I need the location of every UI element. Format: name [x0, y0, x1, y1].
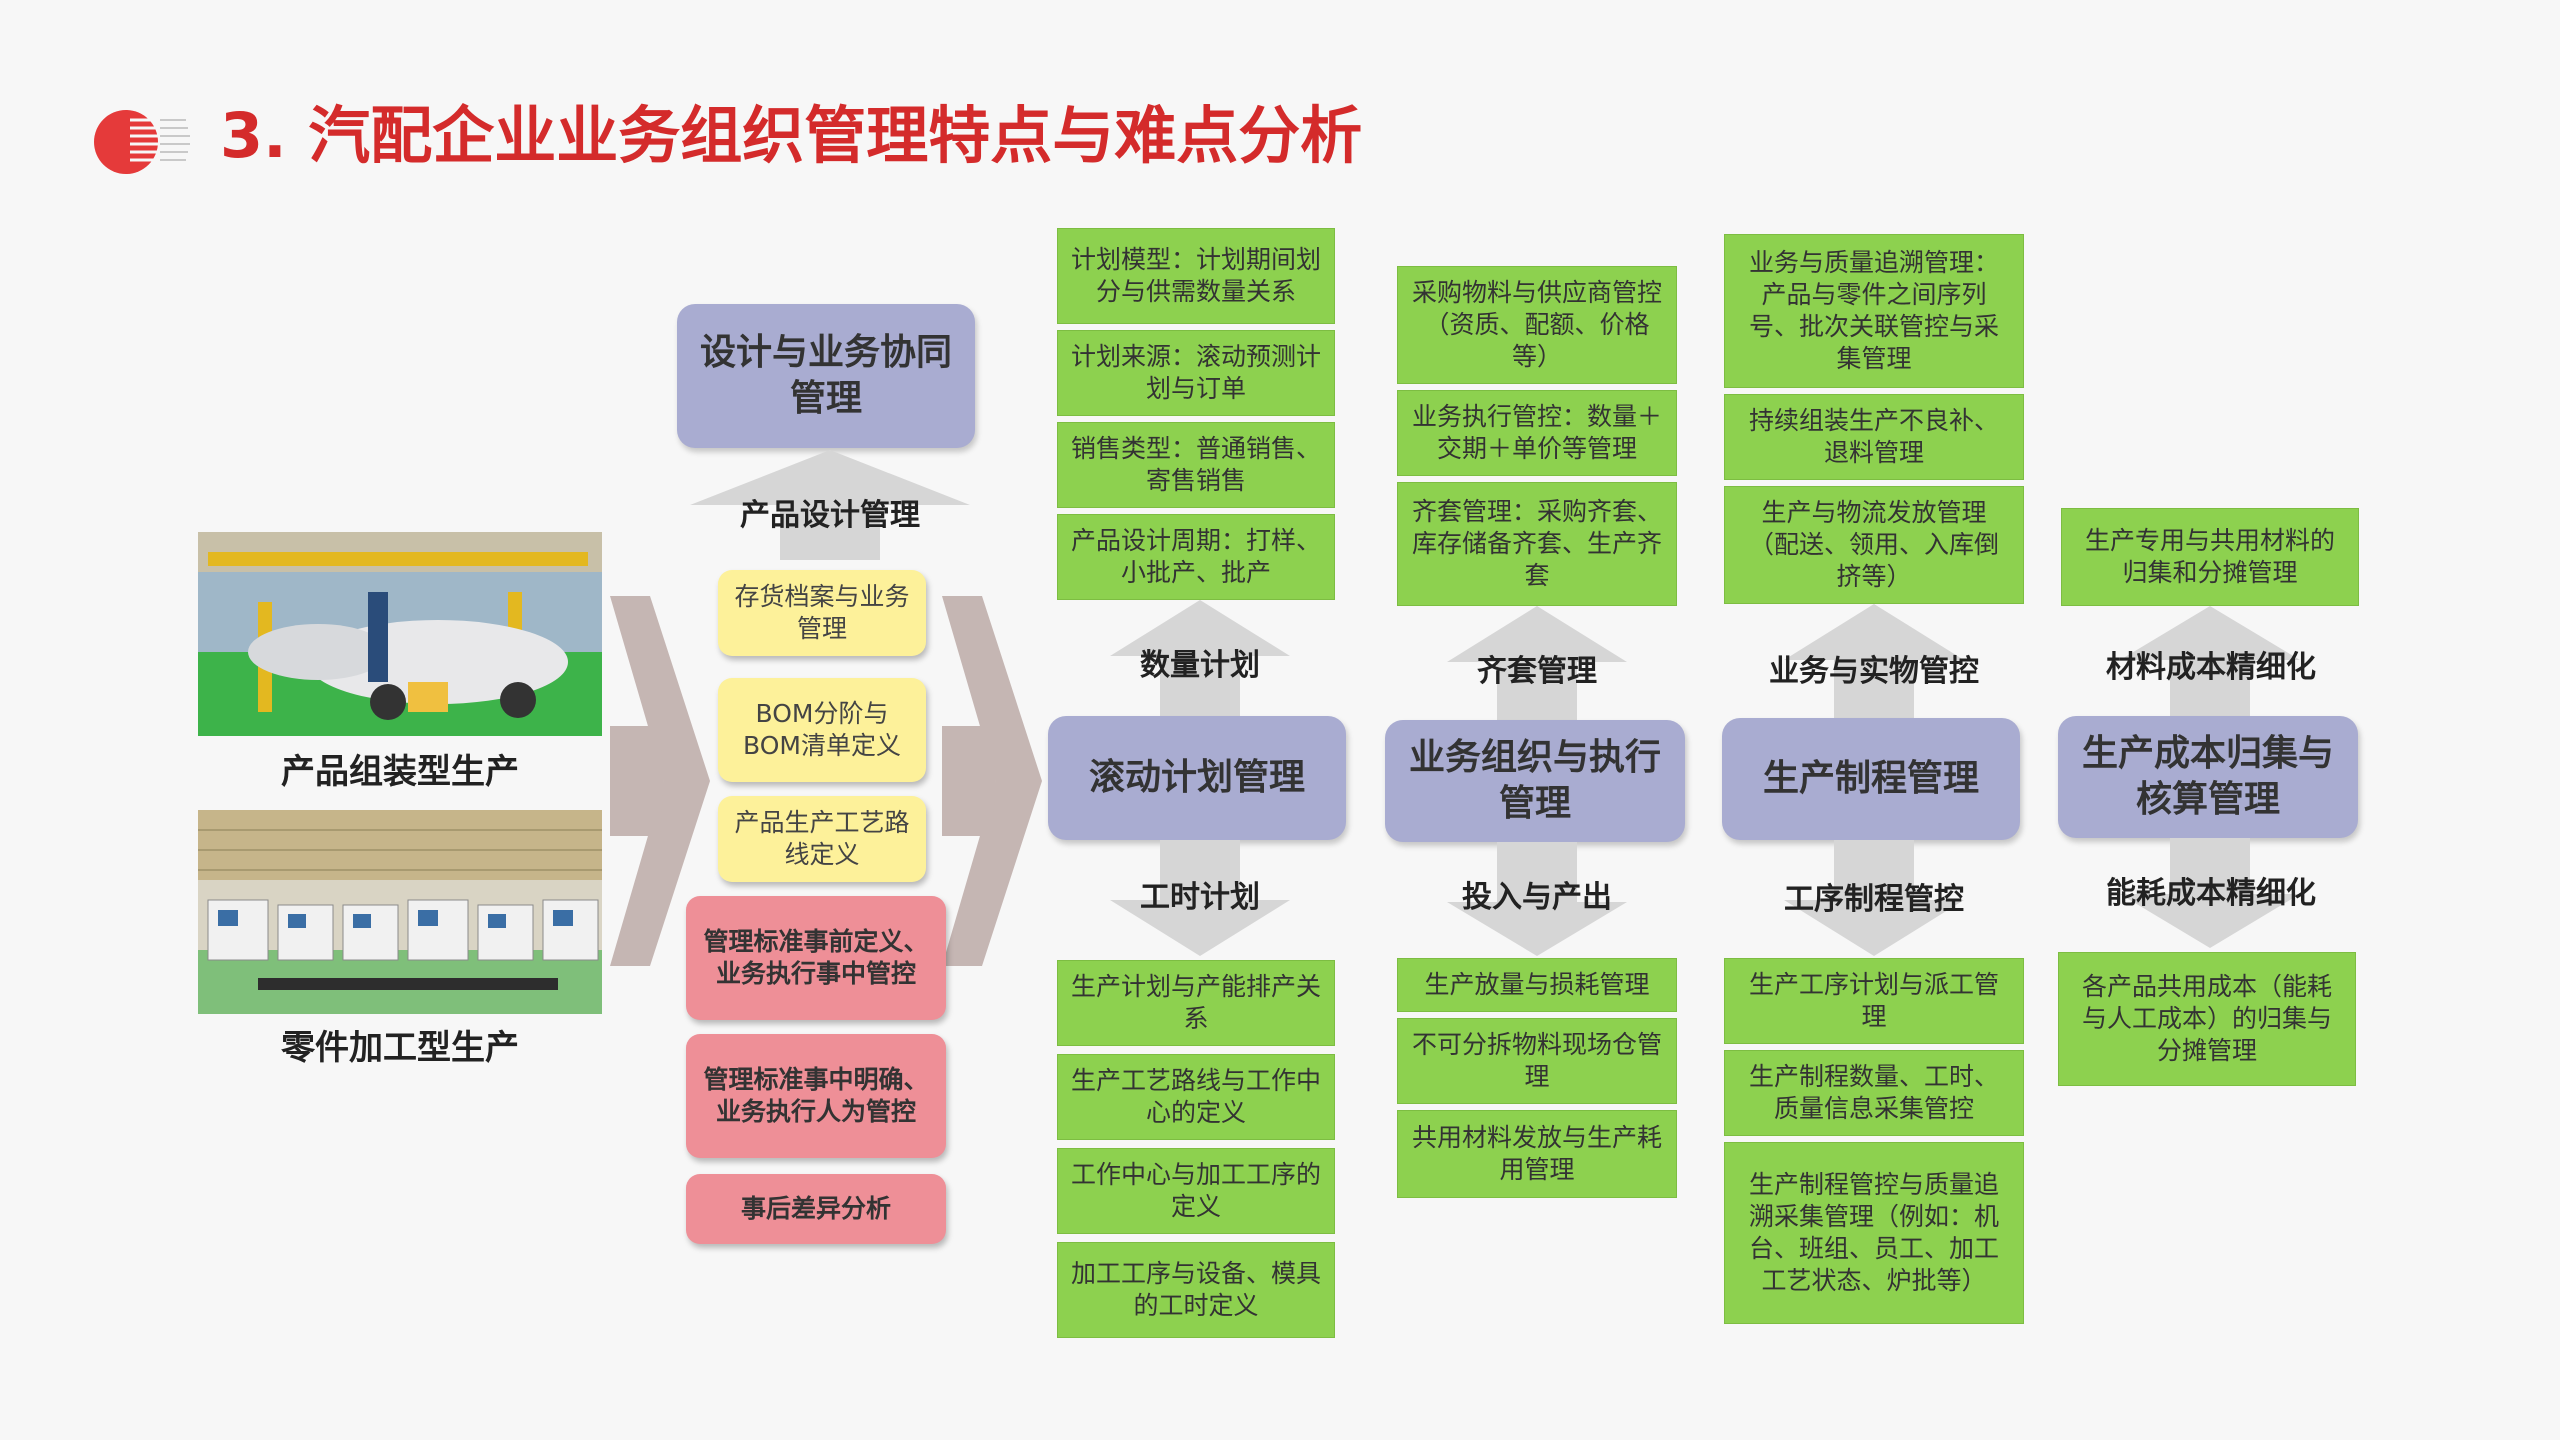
col2-down-label: 投入与产出	[1462, 880, 1612, 915]
col2-bottom-item: 生产放量与损耗管理	[1397, 958, 1677, 1012]
col2-bottom-item: 共用材料发放与生产耗用管理	[1397, 1110, 1677, 1198]
up-arrow-icon	[2120, 606, 2300, 716]
col1-up-label: 数量计划	[1140, 648, 1260, 683]
col4-top-item: 生产专用与共用材料的归集和分摊管理	[2061, 508, 2359, 606]
col1-bottom-item: 生产工艺路线与工作中心的定义	[1057, 1054, 1335, 1140]
col1-bottom-item: 生产计划与产能排产关系	[1057, 960, 1335, 1046]
page-title: 3. 汽配企业业务组织管理特点与难点分析	[220, 99, 1363, 172]
col1-center-box[interactable]: 滚动计划管理	[1048, 716, 1346, 840]
col1-down-label: 工时计划	[1140, 880, 1260, 915]
col1-top-item: 销售类型：普通销售、寄售销售	[1057, 422, 1335, 508]
logo-icon	[94, 110, 190, 174]
col3-bottom-item: 生产制程数量、工时、质量信息采集管控	[1724, 1050, 2024, 1136]
col3-top-item: 生产与物流发放管理（配送、领用、入库倒挤等）	[1724, 486, 2024, 604]
col4-center-box[interactable]: 生产成本归集与核算管理	[2058, 716, 2358, 838]
col1-top-item: 计划来源：滚动预测计划与订单	[1057, 330, 1335, 416]
up-arrow-icon	[1784, 604, 1964, 720]
col2-top-item: 采购物料与供应商管控（资质、配额、价格等）	[1397, 266, 1677, 384]
col1-top-item: 产品设计周期：打样、小批产、批产	[1057, 514, 1335, 600]
chevron-right-icon	[610, 596, 710, 966]
design-collab-box[interactable]: 设计与业务协同管理	[677, 304, 975, 448]
down-arrow-icon	[2120, 838, 2300, 948]
up-arrow-icon	[1447, 606, 1627, 720]
down-arrow-icon	[1110, 840, 1290, 956]
col3-down-label: 工序制程管控	[1784, 882, 1964, 917]
col1-top-item: 计划模型：计划期间划分与供需数量关系	[1057, 228, 1335, 324]
col2-top-item: 业务执行管控：数量＋交期＋单价等管理	[1397, 390, 1677, 476]
machining-workshop-photo	[198, 810, 602, 1014]
col2-bottom-item: 不可分拆物料现场仓管理	[1397, 1018, 1677, 1104]
design-item[interactable]: BOM分阶与BOM清单定义	[718, 678, 926, 782]
machining-caption: 零件加工型生产	[281, 1028, 519, 1068]
design-pink-item[interactable]: 管理标准事中明确、业务执行人为管控	[686, 1034, 946, 1158]
col3-up-label: 业务与实物管控	[1769, 654, 1979, 689]
col4-up-label: 材料成本精细化	[2106, 650, 2316, 685]
col3-bottom-item: 生产制程管控与质量追溯采集管理（例如：机台、班组、员工、加工工艺状态、炉批等）	[1724, 1142, 2024, 1324]
up-arrow-icon	[690, 450, 970, 560]
design-item[interactable]: 产品生产工艺路线定义	[718, 796, 926, 882]
chevron-right-icon	[942, 596, 1042, 966]
col4-down-label: 能耗成本精细化	[2106, 876, 2316, 911]
col3-center-box[interactable]: 生产制程管理	[1722, 718, 2020, 840]
col3-bottom-item: 生产工序计划与派工管理	[1724, 958, 2024, 1044]
col1-bottom-item: 工作中心与加工工序的定义	[1057, 1148, 1335, 1234]
col2-center-box[interactable]: 业务组织与执行管理	[1385, 720, 1685, 842]
down-arrow-icon	[1447, 842, 1627, 956]
col2-up-label: 齐套管理	[1477, 654, 1597, 689]
design-pink-item[interactable]: 管理标准事前定义、业务执行事中管控	[686, 896, 946, 1020]
col2-top-item: 齐套管理：采购齐套、库存储备齐套、生产齐套	[1397, 482, 1677, 606]
assembly-caption: 产品组装型生产	[281, 752, 519, 792]
assembly-line-photo	[198, 532, 602, 736]
col4-bottom-item: 各产品共用成本（能耗与人工成本）的归集与分摊管理	[2058, 952, 2356, 1086]
up-arrow-icon	[1110, 600, 1290, 716]
down-arrow-icon	[1784, 840, 1964, 956]
col3-top-item: 业务与质量追溯管理：产品与零件之间序列号、批次关联管控与采集管理	[1724, 234, 2024, 388]
design-item[interactable]: 存货档案与业务管理	[718, 570, 926, 656]
col1-bottom-item: 加工工序与设备、模具的工时定义	[1057, 1242, 1335, 1338]
design-arrow-label: 产品设计管理	[740, 498, 920, 533]
col3-top-item: 持续组装生产不良补、退料管理	[1724, 394, 2024, 480]
design-pink-item[interactable]: 事后差异分析	[686, 1174, 946, 1244]
